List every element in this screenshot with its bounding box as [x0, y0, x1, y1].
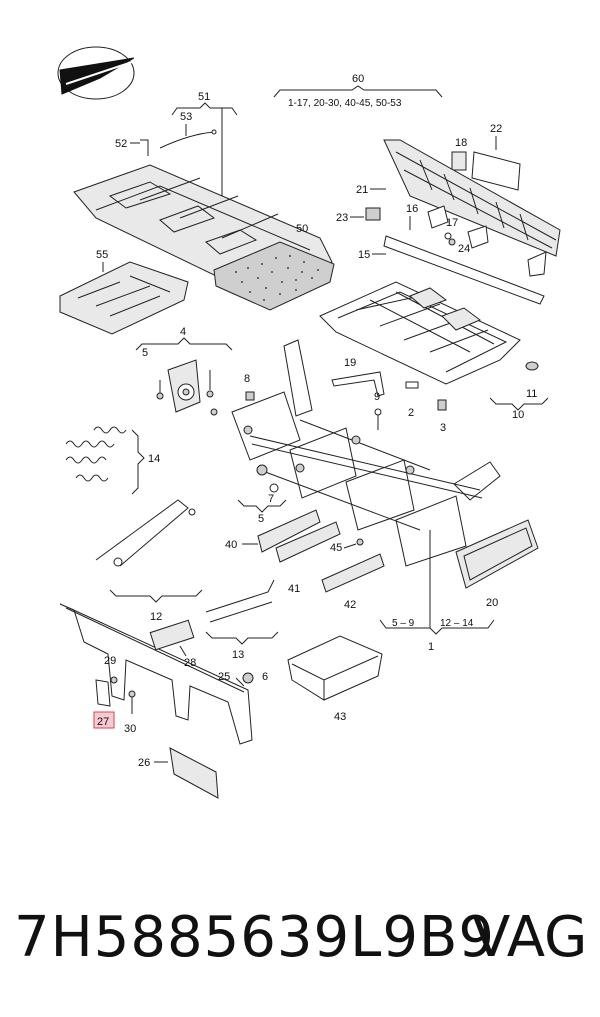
- callout-6: 6: [242, 671, 268, 684]
- callout-11: 11: [525, 361, 539, 400]
- svg-text:22: 22: [490, 123, 502, 135]
- callout-3: 3: [437, 399, 447, 434]
- svg-text:16: 16: [406, 203, 418, 215]
- svg-text:12: 12: [150, 611, 162, 623]
- callout-28: 28: [179, 645, 196, 669]
- part-number-text: 7H5885639L9B9: [14, 905, 496, 970]
- svg-text:53: 53: [180, 111, 192, 123]
- callout-30: 30: [124, 690, 136, 735]
- callout-4: 4: [135, 326, 233, 351]
- svg-text:19: 19: [344, 357, 356, 369]
- backrest-frame-part: [383, 139, 561, 277]
- svg-text:18: 18: [455, 137, 467, 149]
- svg-text:43: 43: [334, 711, 346, 723]
- callout-24: 24: [448, 238, 470, 255]
- callout-2: 2: [405, 381, 419, 419]
- svg-text:12 – 14: 12 – 14: [440, 618, 474, 629]
- svg-text:7: 7: [268, 493, 274, 505]
- callout-27: 27: [93, 679, 115, 729]
- callout-29: 29: [104, 655, 118, 684]
- svg-text:20: 20: [486, 597, 498, 609]
- svg-text:15: 15: [358, 249, 370, 261]
- callout-42: 42: [321, 553, 385, 611]
- svg-text:40: 40: [225, 539, 237, 551]
- callout-50: 50: [213, 223, 335, 311]
- svg-text:5: 5: [258, 513, 264, 525]
- svg-text:51: 51: [198, 91, 210, 103]
- callout-20: 20: [455, 519, 539, 609]
- callout-55: 55: [59, 249, 189, 335]
- trim-panel-part: [59, 603, 253, 745]
- callout-18: 18: [451, 137, 467, 171]
- callout-17: 17: [444, 217, 458, 240]
- svg-text:8: 8: [244, 373, 250, 385]
- svg-text:14: 14: [148, 453, 160, 465]
- svg-text:3: 3: [440, 422, 446, 434]
- recliner-mechanism-part: [156, 359, 218, 416]
- callout-8: 8: [244, 373, 255, 401]
- callout-7: 7: [256, 464, 279, 505]
- callout-52: 52: [115, 138, 149, 156]
- callout-1: 5 – 9 12 – 14 1: [379, 530, 495, 653]
- svg-text:42: 42: [344, 599, 356, 611]
- svg-text:5 – 9: 5 – 9: [392, 618, 415, 629]
- svg-text:21: 21: [356, 184, 368, 196]
- callout-25: 25: [218, 671, 245, 687]
- svg-text:10: 10: [512, 409, 524, 421]
- callout-23: 23: [336, 207, 381, 224]
- springs-part: [65, 426, 127, 482]
- callout-14: 14: [131, 429, 160, 495]
- svg-text:26: 26: [138, 757, 150, 769]
- seat-tray-part: [319, 281, 521, 385]
- svg-text:50: 50: [296, 223, 308, 235]
- svg-text:2: 2: [408, 407, 414, 419]
- svg-text:4: 4: [180, 326, 186, 338]
- callout-9: 9: [374, 391, 382, 430]
- brand-text: VAG: [472, 905, 588, 970]
- svg-text:17: 17: [446, 217, 458, 229]
- svg-text:55: 55: [96, 249, 108, 261]
- callout-22: 22: [471, 123, 521, 191]
- svg-text:5: 5: [142, 347, 148, 359]
- svg-text:11: 11: [526, 388, 537, 400]
- callout-10: 10: [489, 397, 549, 421]
- svg-text:52: 52: [115, 138, 127, 150]
- callout-15: 15: [358, 235, 545, 305]
- callout-21: 21: [356, 184, 386, 196]
- callout-43: 43: [287, 635, 383, 723]
- svg-text:29: 29: [104, 655, 116, 667]
- callout-60: 60 1-17, 20-30, 40-45, 50-53: [273, 73, 443, 109]
- svg-text:25: 25: [218, 671, 230, 683]
- svg-text:28: 28: [184, 657, 196, 669]
- exploded-parts-diagram: 60 1-17, 20-30, 40-45, 50-53 51 53 52 50: [57, 46, 561, 799]
- svg-text:41: 41: [288, 583, 300, 595]
- callout-45: 45: [330, 538, 364, 554]
- callout-40: 40: [225, 509, 321, 553]
- callout-26: 26: [138, 747, 219, 799]
- callout-5-lower: 5: [237, 499, 287, 525]
- svg-text:1-17, 20-30, 40-45, 50-53: 1-17, 20-30, 40-45, 50-53: [288, 98, 402, 109]
- callout-5-upper: 5: [142, 347, 148, 359]
- callout-41: 41: [275, 521, 341, 595]
- callout-51: 51: [171, 91, 238, 196]
- callout-19: 19: [331, 357, 385, 397]
- svg-text:13: 13: [232, 649, 244, 661]
- svg-text:6: 6: [262, 671, 268, 683]
- emblem-icon: [57, 46, 135, 100]
- svg-text:23: 23: [336, 212, 348, 224]
- svg-text:24: 24: [458, 243, 470, 255]
- svg-text:60: 60: [352, 73, 364, 85]
- callout-16: 16: [406, 203, 418, 230]
- svg-text:9: 9: [374, 391, 380, 403]
- svg-text:30: 30: [124, 723, 136, 735]
- callout-13: 13: [205, 579, 279, 661]
- svg-text:27: 27: [97, 716, 109, 728]
- svg-text:45: 45: [330, 542, 342, 554]
- svg-text:1: 1: [428, 641, 434, 653]
- callout-12: 12: [95, 499, 203, 623]
- callout-53: 53: [159, 111, 217, 149]
- seat-frame-part: [231, 339, 501, 567]
